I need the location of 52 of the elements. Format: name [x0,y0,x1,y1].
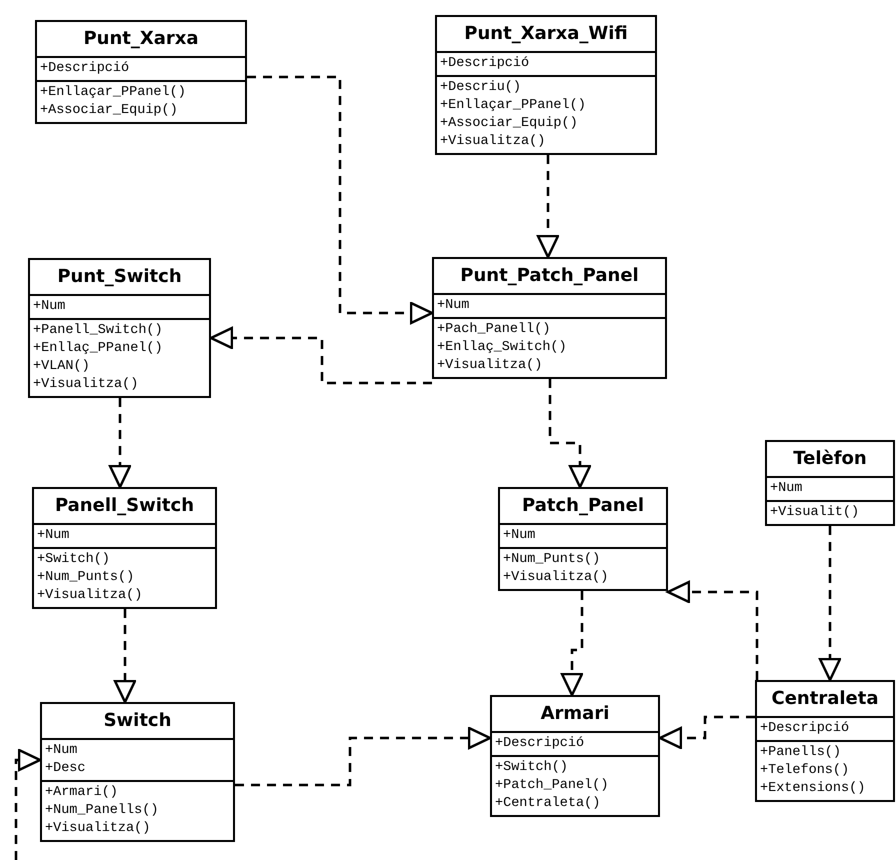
method-list: +Panells() +Telefons() +Extensions() [757,740,893,800]
class-name: Switch [102,709,172,733]
attribute-list: +Descripció [492,731,658,755]
method-list: +Panell_Switch() +Enllaç_PPanel() +VLAN() +Visualitza() [30,318,209,396]
class-name: Punt_Switch [56,265,183,289]
class-name: Punt_Xarxa [82,27,200,51]
uml-class-box [435,15,657,155]
dashed-arrow [14,748,42,860]
method-list: +Switch() +Num_Punts() +Visualitza() [34,547,215,607]
class-name: Telèfon [792,447,868,471]
dashed-arrow [235,726,492,786]
uml-class-box [35,20,247,124]
method-list: +Pach_Panell() +Enllaç_Switch() +Visualitza() [434,317,665,377]
attribute-list: +Descripció [757,716,893,740]
uml-class-box [765,440,895,526]
uml-class-box [432,257,667,379]
dashed-arrow [108,398,132,488]
dashed-arrow [658,716,755,750]
uml-class-box [490,695,660,817]
dashed-arrow [536,155,560,258]
attribute-list: +Num +Desc [42,738,233,780]
attribute-list: +Num [767,476,893,500]
attribute-list: +Num [434,293,665,317]
attribute-list: +Num [34,523,215,547]
method-list: +Switch() +Patch_Panel() +Centraleta() [492,755,658,815]
dashed-arrow [666,580,758,680]
dashed-arrow [210,326,432,384]
attribute-list: +Descripció [37,56,245,80]
uml-class-box [32,487,217,609]
uml-class-box [28,258,211,398]
method-list: +Armari() +Num_Panells() +Visualitza() [42,780,233,840]
class-name: Panell_Switch [54,494,196,518]
dashed-arrow [560,591,584,696]
uml-class-box [498,487,668,591]
method-list: +Enllaçar_PPanel() +Associar_Equip() [37,80,245,122]
dashed-arrow [114,609,136,704]
uml-class-box [40,702,235,842]
class-name: Punt_Xarxa_Wifi [463,22,629,46]
class-name: Armari [540,702,610,726]
class-name: Centraleta [770,687,880,711]
class-name: Punt_Patch_Panel [459,264,640,288]
class-name: Patch_Panel [521,494,645,518]
dashed-arrow [818,526,842,682]
attribute-list: +Num [500,523,666,547]
attribute-list: +Descripció [437,51,655,75]
attribute-list: +Num [30,294,209,318]
dashed-arrow [548,379,592,488]
method-list: +Descriu() +Enllaçar_PPanel() +Associar_Equip() +Visualitza() [437,75,655,153]
dashed-arrow [247,76,434,324]
method-list: +Num_Punts() +Visualitza() [500,547,666,589]
method-list: +Visualit() [767,500,893,524]
uml-class-box [755,680,895,802]
